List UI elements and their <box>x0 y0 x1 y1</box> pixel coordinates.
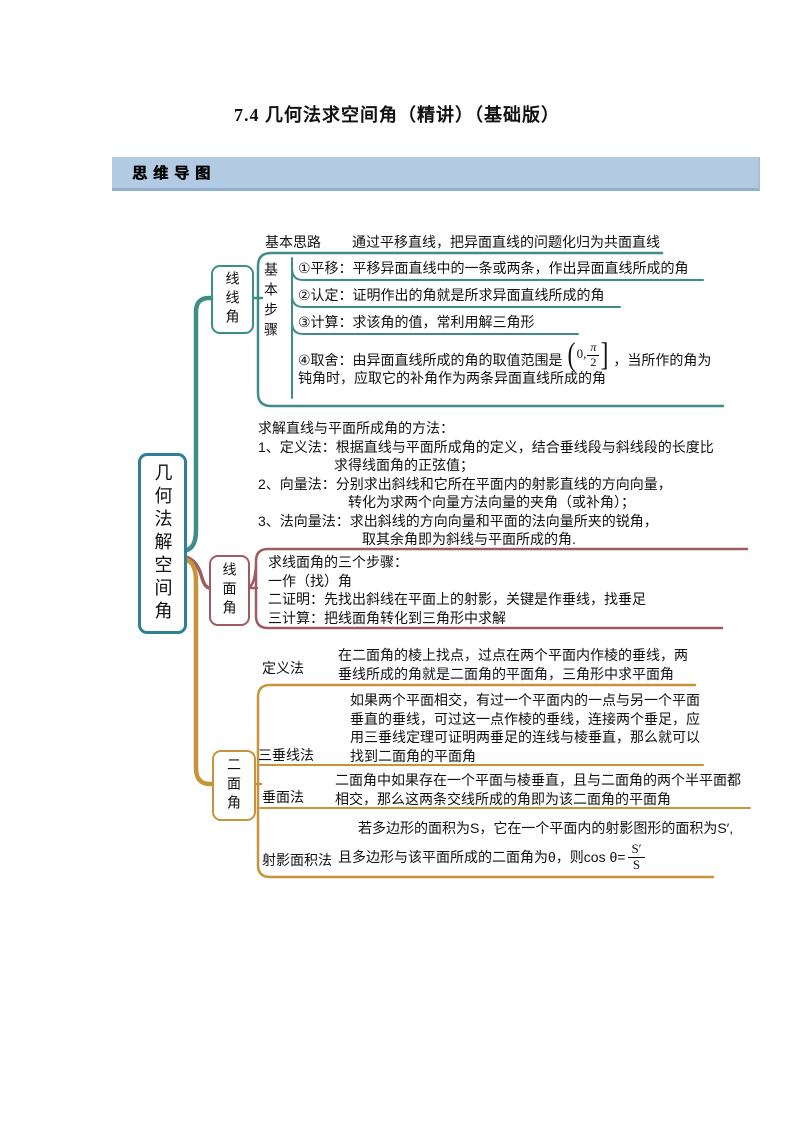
step-3-compute: ③计算：求该角的值，常利用解三角形 <box>298 314 535 330</box>
step-4-choose: ④取舍：由异面直线所成的角的取值范围是 ( 0, π 2 ] ，当所作的角为 钝… <box>298 338 743 387</box>
projection-area-line2: 且多边形与该平面所成的二面角为θ，则cos θ= S′ S <box>338 841 645 873</box>
branch-node-line-line-angle: 线线角 <box>211 265 254 334</box>
page-title: 7.4 几何法求空间角（精讲）（基础版） <box>234 105 560 125</box>
pi-over-two-fraction: π 2 <box>587 341 600 370</box>
banner-label: 思维导图 <box>132 165 217 182</box>
angle-range-formula: ( 0, π 2 ] <box>566 337 611 373</box>
step-4-text-line2: 钝角时，应取它的补角作为两条异面直线所成的角 <box>298 370 606 387</box>
root-node: 几何法解空间角 <box>138 453 187 634</box>
projection-area-method-label: 射影面积法 <box>262 852 332 868</box>
step-4-text-pre: ④取舍：由异面直线所成的角的取值范围是 <box>298 352 563 369</box>
section-banner: 思维导图 <box>112 157 760 191</box>
s-prime-over-s-fraction: S′ S <box>628 841 645 873</box>
range-zero: 0, <box>576 345 587 361</box>
branch-node-line-plane-angle: 线面角 <box>209 555 250 626</box>
branch-node-dihedral-angle: 二面角 <box>212 750 256 821</box>
perpendicular-plane-method-text: 二面角中如果存在一个平面与棱垂直，且与二面角的两个半平面都 相交，那么这两条交线… <box>335 772 741 807</box>
basic-steps-label: 基本步骤 <box>263 262 279 342</box>
basic-idea-label: 基本思路 <box>265 234 321 250</box>
step-2-confirm: ②认定：证明作出的角就是所求异面直线所成的角 <box>298 287 605 303</box>
close-bracket: ] <box>600 337 609 373</box>
three-perpendiculars-method-text: 如果两个平面相交，有过一个平面内的一点与另一个平面 垂直的垂线，可过这一点作棱的… <box>350 692 700 764</box>
step-4-text-mid: ，当所作的角为 <box>613 352 712 369</box>
projection-area-line1: 若多边形的面积为S，它在一个平面内的射影图形的面积为S′, <box>358 820 734 836</box>
line-plane-steps-box: 求线面角的三个步骤： 一作（找）角 二证明：先找出斜线在平面上的射影，关键是作垂… <box>268 554 646 626</box>
three-perpendiculars-method-label: 三垂线法 <box>258 747 314 763</box>
definition-method-text: 在二面角的棱上找点，过点在两个平面内作棱的垂线，两 垂线所成的角就是二面角的平面… <box>338 647 688 682</box>
line-plane-methods-block: 求解直线与平面所成角的方法： 1、定义法：根据直线与平面所成角的定义，结合垂线段… <box>258 420 714 547</box>
definition-method-label: 定义法 <box>262 660 304 676</box>
step-1-translate: ①平移：平移异面直线中的一条或两条，作出异面直线所成的角 <box>298 260 689 276</box>
basic-idea-text: 通过平移直线，把异面直线的问题化归为共面直线 <box>352 234 660 250</box>
open-paren: ( <box>567 337 576 373</box>
perpendicular-plane-method-label: 垂面法 <box>262 789 304 805</box>
